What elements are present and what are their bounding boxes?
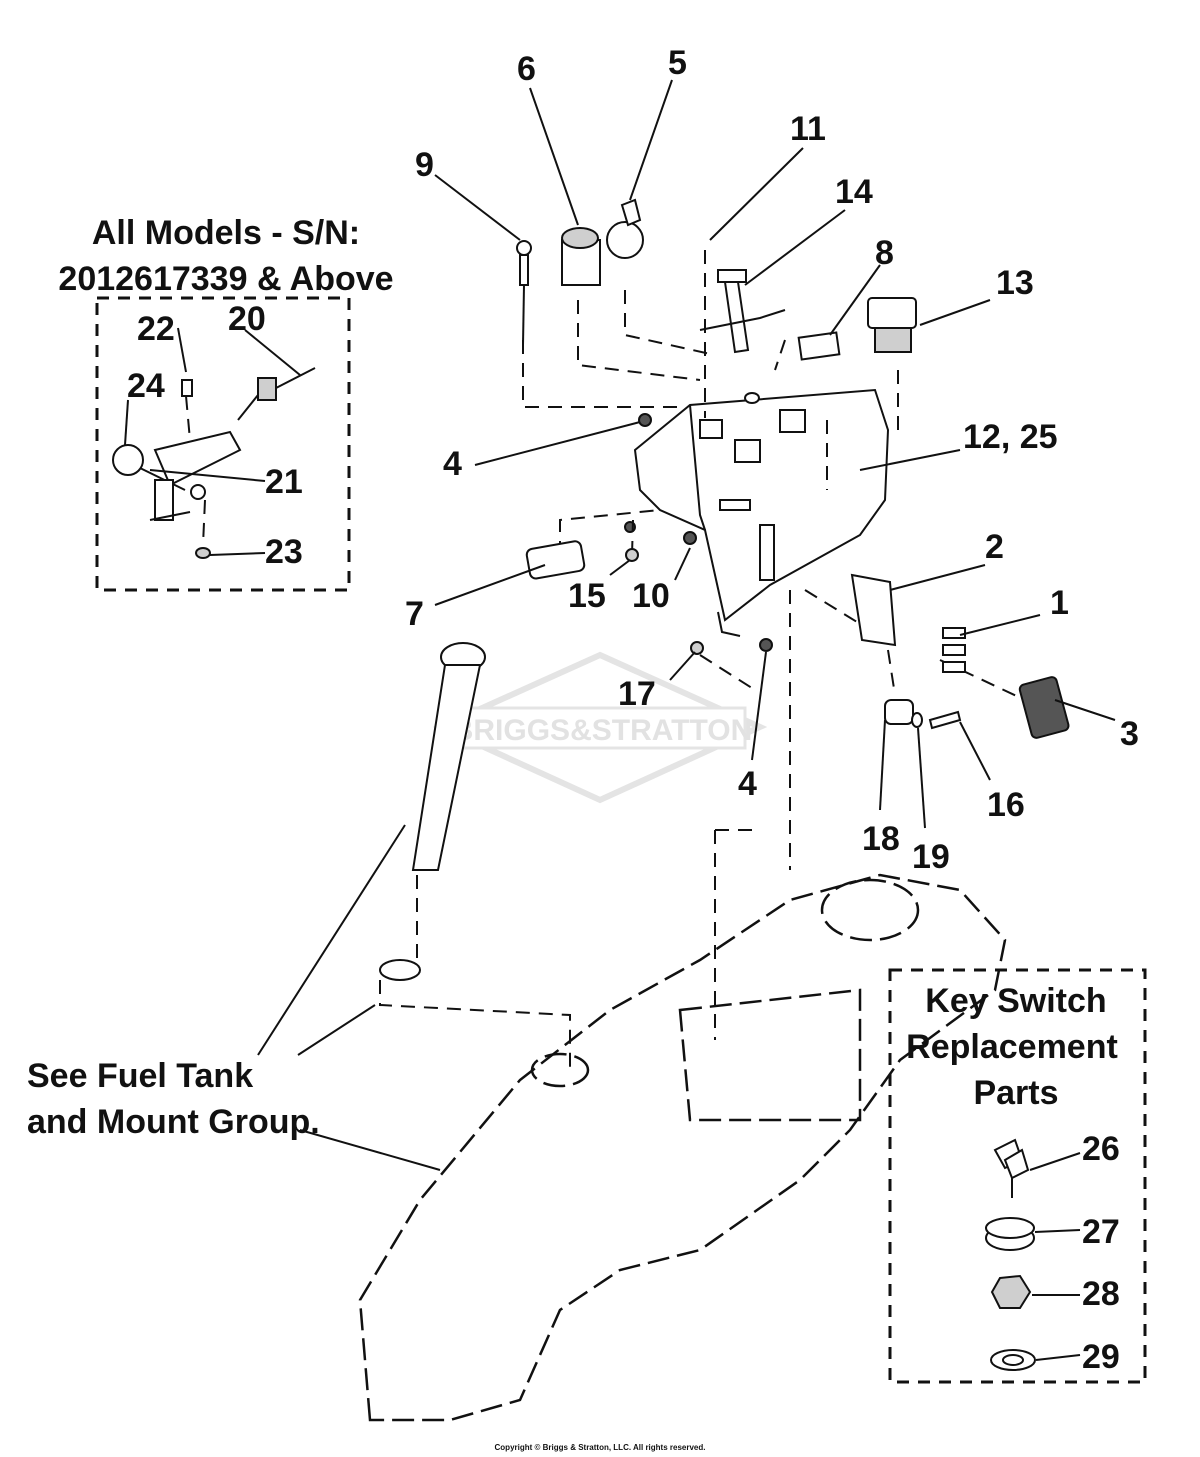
part-26-keys (993, 1138, 1081, 1198)
callout-5: 5 (668, 44, 687, 82)
callout-13: 13 (996, 264, 1034, 302)
callout-numbers: 1 2 3 4 4 5 6 7 8 9 10 11 12, 25 13 14 1… (127, 44, 1139, 1376)
key-switch-title-line1: Key Switch (925, 982, 1106, 1020)
fuel-tank-note-line1: See Fuel Tank (27, 1057, 253, 1095)
inset-title-line2: 2012617339 & Above (58, 260, 393, 298)
part-8-hour-meter (797, 331, 841, 361)
inset-serial-box: All Models - S/N: 2012617339 & Above (58, 214, 394, 592)
copyright-notice: Copyright © Briggs & Stratton, LLC. All … (495, 1443, 706, 1452)
callout-24: 24 (127, 367, 165, 405)
callout-17: 17 (618, 675, 656, 713)
part-13-rocker-switch (867, 297, 917, 353)
callout-8: 8 (875, 234, 894, 272)
callout-29: 29 (1082, 1338, 1120, 1376)
key-switch-title-line3: Parts (973, 1074, 1058, 1112)
callout-19: 19 (912, 838, 950, 876)
callout-leaders (257, 79, 1116, 1171)
key-switch-title-line2: Replacement (906, 1028, 1118, 1066)
callout-7: 7 (405, 595, 424, 633)
part-7-bezel (525, 540, 586, 580)
callout-28: 28 (1082, 1275, 1120, 1313)
part-9-choke-cable (516, 240, 532, 346)
callout-9: 9 (415, 146, 434, 184)
part-16-screw (928, 710, 962, 730)
callout-21: 21 (265, 463, 303, 501)
watermark: BRIGGS&STRATTON (432, 651, 768, 804)
callout-2: 2 (985, 528, 1004, 566)
callout-4-upper: 4 (443, 445, 462, 483)
part-28-nut (990, 1274, 1080, 1309)
part-6-switch (561, 227, 601, 286)
key-switch-parts-box: Key Switch Replacement Parts (888, 968, 1147, 1384)
part-18-spacer (884, 699, 914, 725)
callout-27: 27 (1082, 1213, 1120, 1251)
part-29-lock-washer (990, 1349, 1081, 1371)
part-3-fuse-cover (1018, 676, 1070, 739)
part-5-key-switch (606, 198, 644, 259)
callout-20: 20 (228, 300, 266, 338)
key-switch-dashed-border (888, 968, 1147, 1384)
part-27-cap (985, 1217, 1081, 1251)
part-2-connector (850, 573, 897, 647)
part-14-throttle-lever (699, 269, 786, 354)
callout-16: 16 (987, 786, 1025, 824)
callout-18: 18 (862, 820, 900, 858)
callout-14: 14 (835, 173, 873, 211)
fuel-tank-note-line2: and Mount Group. (27, 1103, 320, 1141)
inset-title-line1: All Models - S/N: (92, 214, 360, 252)
part-19-washer (911, 712, 923, 728)
fuel-gauge-tube (379, 642, 486, 981)
callout-4-lower: 4 (738, 765, 757, 803)
control-panel-assembly (624, 388, 890, 655)
assembly-lines (379, 250, 1026, 1075)
callout-10: 10 (632, 577, 670, 615)
callout-6: 6 (517, 50, 536, 88)
callout-26: 26 (1082, 1130, 1120, 1168)
callout-3: 3 (1120, 715, 1139, 753)
callout-22: 22 (137, 310, 175, 348)
callout-23: 23 (265, 533, 303, 571)
callout-1: 1 (1050, 584, 1069, 622)
callout-15: 15 (568, 577, 606, 615)
callout-12-25: 12, 25 (963, 418, 1058, 456)
inset-dashed-border (95, 296, 351, 592)
callout-11: 11 (790, 110, 826, 148)
fuel-tank-outline (358, 873, 1007, 1422)
part-15-nut (625, 548, 639, 562)
watermark-text: BRIGGS&STRATTON (452, 714, 753, 747)
